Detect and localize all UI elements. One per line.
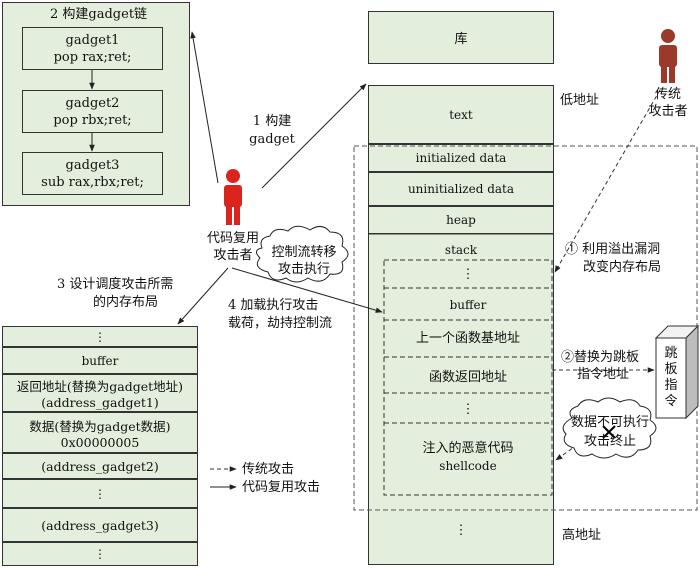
stack-dots-mid: ⋮	[461, 402, 475, 417]
left-stack-data-line2: 0x00000005	[60, 434, 140, 450]
stack-frame-separators	[384, 287, 552, 424]
step3-label-line2: 的内存布局	[93, 295, 159, 310]
reuse-attacker-label-line1: 代码复用	[206, 231, 259, 246]
gadget3-box: gadget3 sub rax,rbx;ret;	[22, 152, 163, 195]
left-stack-dots-mid: ⋮	[2, 479, 198, 508]
cloud-control-line1: 控制流转移	[271, 245, 337, 260]
step1-label-line2: gadget	[249, 132, 295, 147]
traditional-attacker-label-line2: 攻击者	[648, 104, 688, 119]
stack-shellcode-line1: 注入的恶意代码	[422, 441, 514, 456]
trampoline-box	[654, 324, 700, 420]
reuse-attacker-label-line2: 攻击者	[213, 248, 253, 263]
step3-label-line1: 3 设计调度攻击所需	[57, 277, 174, 292]
stack-buffer: buffer	[449, 298, 487, 312]
arrow-hijack-control-flow	[231, 267, 383, 313]
segment-heap: heap	[368, 206, 554, 234]
left-stack-data: 数据(替换为gadget数据) 0x00000005	[2, 412, 198, 453]
gadget-panel-title: 2 构建gadget链	[50, 7, 148, 22]
traditional-attacker-icon	[659, 29, 677, 83]
arrow-traditional-overflow	[554, 89, 661, 273]
library-box: 库	[368, 11, 554, 64]
left-stack-gadget3: (address_gadget3)	[2, 508, 198, 542]
memory-dots-bottom: ⋮	[454, 523, 468, 538]
cloud-control-line2: 攻击执行	[277, 262, 330, 277]
left-stack-return-address: 返回地址(替换为gadget地址) (address_gadget1)	[2, 374, 198, 412]
segment-stack: stack	[444, 243, 478, 257]
left-stack-ret-line2: (address_gadget1)	[41, 395, 159, 410]
traditional-step2-line2: 指令地址	[577, 367, 630, 382]
stack-frame	[383, 259, 553, 496]
gadget1-code: pop rax;ret;	[53, 50, 132, 65]
stack-prev-base: 上一个函数基地址	[415, 331, 520, 346]
step4-label-line2: 载荷，劫持控制流	[228, 316, 333, 331]
gadget2-code: pop rbx;ret;	[53, 113, 132, 128]
gadget3-name: gadget3	[65, 158, 120, 173]
left-stack-buffer: buffer	[2, 347, 198, 374]
gadget2-box: gadget2 pop rbx;ret;	[22, 90, 163, 133]
cloud-dep-line1: 数据不可执行	[570, 415, 649, 430]
traditional-step1-line2: 改变内存布局	[583, 260, 662, 275]
gadget3-code: sub rax,rbx;ret;	[41, 175, 144, 190]
legend-traditional-label: 传统攻击	[242, 462, 295, 477]
code-reuse-attacker-icon	[224, 169, 242, 225]
legend-reuse-label: 代码复用攻击	[242, 480, 321, 495]
left-stack-dots-bottom: ⋮	[2, 542, 198, 566]
trampoline-label: 跳板指令	[664, 346, 678, 409]
traditional-step2-line1: ②替换为跳板	[561, 350, 640, 365]
left-stack-ret-line1: 返回地址(替换为gadget地址)	[16, 379, 184, 394]
stack-return-address: 函数返回地址	[428, 370, 507, 385]
traditional-attacker-label-line1: 传统	[654, 87, 681, 102]
arrow-to-left-stack	[177, 267, 229, 325]
low-address-label: 低地址	[560, 93, 600, 108]
cloud-dep	[562, 397, 657, 459]
arrow-to-library	[261, 83, 367, 189]
traditional-step1-line1: ① 利用溢出漏洞	[565, 242, 661, 257]
stack-shellcode-line2: shellcode	[439, 459, 497, 473]
left-stack-data-line1: 数据(替换为gadget数据)	[29, 418, 171, 434]
high-address-label: 高地址	[562, 528, 602, 543]
left-stack-dots-top: ⋮	[2, 326, 198, 347]
cloud-control-flow	[256, 225, 349, 283]
segment-text: text	[368, 85, 554, 144]
stack-region-frame	[353, 145, 698, 511]
stack-dots-top: ⋮	[461, 267, 475, 282]
step4-label-line1: 4 加载执行攻击	[228, 298, 319, 313]
memory-separators	[368, 143, 554, 235]
gadget1-name: gadget1	[65, 33, 120, 48]
left-stack-gadget2: (address_gadget2)	[2, 453, 198, 479]
cross-mark	[602, 425, 616, 439]
arrow-to-gadget-panel	[190, 31, 219, 184]
gadget1-box: gadget1 pop rax;ret;	[22, 27, 163, 70]
gadget2-name: gadget2	[65, 96, 120, 111]
step1-label-line1: 1 构建	[252, 114, 292, 129]
cloud-dep-line2: 攻击终止	[583, 434, 636, 449]
